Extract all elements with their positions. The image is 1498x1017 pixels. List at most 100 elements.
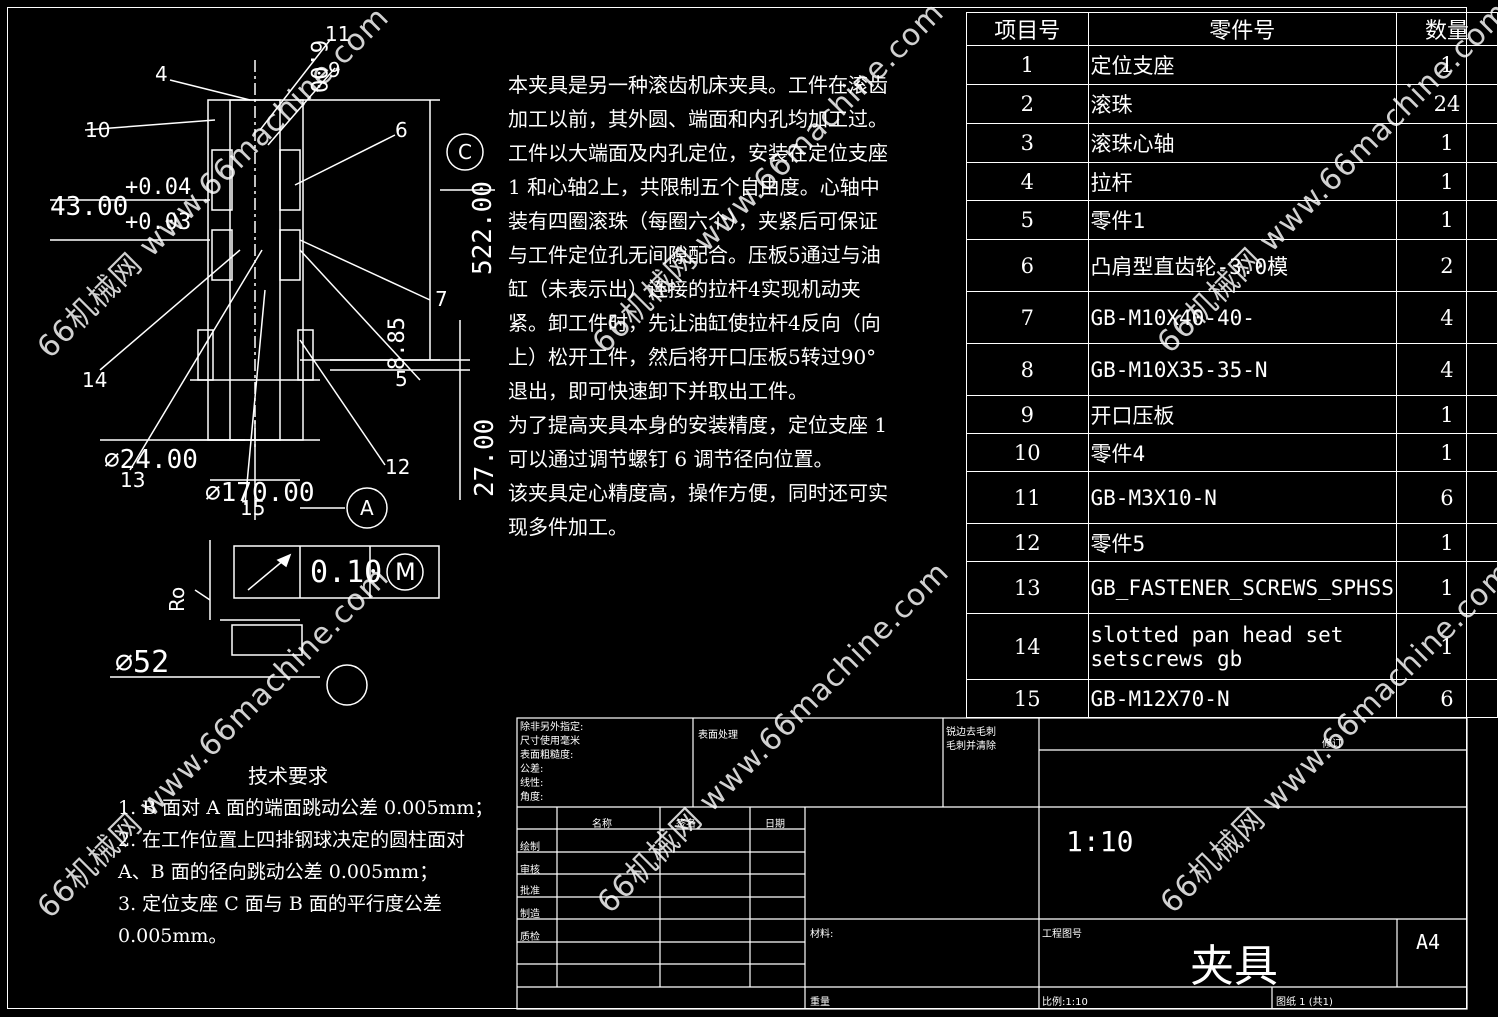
note-line: 角度:: [520, 792, 544, 803]
balloon-7: 7: [435, 287, 448, 311]
quantity: 1: [1395, 561, 1498, 614]
balloon-9: 9: [328, 58, 341, 82]
row-drawn: 绘制: [520, 842, 540, 853]
quantity: 24: [1395, 84, 1498, 124]
dim-tol-upper: +0.04: [125, 175, 192, 200]
quantity: 1: [1395, 200, 1498, 240]
note-line: 表面粗糙度:: [520, 750, 574, 761]
general-notes: 除非另外指定: 尺寸使用毫米 表面粗糙度: 公差: 线性: 角度:: [520, 721, 583, 805]
quantity: 6: [1395, 679, 1498, 718]
balloon-4: 4: [155, 62, 168, 86]
item-number: 5: [966, 200, 1089, 240]
note-line: 锐边去毛刺: [946, 727, 996, 738]
part-name: 零件1: [1087, 200, 1397, 240]
item-number: 7: [966, 291, 1089, 344]
sheet-label: 图纸 1 (共1): [1276, 997, 1333, 1008]
roughness-label: Ro: [165, 586, 189, 612]
item-number: 12: [966, 523, 1089, 562]
drawing-title: 夹具: [1190, 941, 1278, 992]
item-number: 9: [966, 395, 1089, 434]
row-checked: 审核: [520, 865, 540, 876]
dim-d170: ∅170.00: [205, 478, 315, 508]
datum-a: A: [360, 496, 374, 520]
revision-label: 修订: [1322, 739, 1342, 750]
tolerance-modifier: M: [395, 558, 416, 586]
note-line: 线性:: [520, 778, 544, 789]
tolerance-value: 0.10: [310, 555, 383, 590]
col-date: 日期: [765, 819, 785, 830]
dim-d24: ∅24.00: [104, 445, 198, 475]
part-name: 开口压板: [1087, 395, 1397, 434]
part-name: 零件4: [1087, 433, 1397, 472]
header-part-no: 零件号: [1087, 12, 1397, 46]
item-number: 3: [966, 123, 1089, 163]
header-qty: 数量: [1395, 12, 1498, 46]
balloon-6: 6: [395, 118, 408, 142]
dim-885: 8.85: [385, 317, 410, 370]
surface-finish-label: 表面处理: [698, 730, 738, 741]
header-item-no: 项目号: [966, 12, 1089, 46]
drawing-number-label: 工程图号: [1042, 929, 1082, 940]
tech-requirement-3: 3. 定位支座 C 面与 B 面的平行度公差 0.005mm。: [118, 893, 442, 947]
deburr-note: 锐边去毛刺 毛刺并清除: [946, 726, 996, 754]
note-line: 除非另外指定:: [520, 722, 584, 733]
note-line: 公差:: [520, 764, 544, 775]
tech-requirements-title: 技术要求: [248, 764, 328, 788]
col-signature: 签名: [676, 819, 696, 830]
part-name: GB-M10X40-40-: [1087, 291, 1397, 344]
part-name: 滚珠: [1087, 84, 1397, 124]
dim-tol-lower: +0.03: [125, 210, 192, 235]
row-quality: 质检: [520, 932, 540, 943]
item-number: 1: [966, 45, 1089, 85]
balloon-15: 15: [240, 496, 266, 520]
datum-c: C: [458, 140, 472, 164]
item-number: 13: [966, 561, 1089, 614]
balloon-10: 10: [85, 118, 111, 142]
item-number: 6: [966, 239, 1089, 292]
part-name: GB-M12X70-N: [1087, 679, 1397, 718]
fixture-description: 本夹具是另一种滚齿机床夹具。工件在滚齿加工以前，其外圆、端面和内孔均加工过。 工…: [508, 73, 888, 539]
scale-value: 1:10: [1066, 825, 1134, 858]
quantity: 1: [1395, 162, 1498, 201]
part-name: slotted pan head set setscrews gb: [1087, 613, 1397, 680]
tech-requirement-2: 2. 在工作位置上四排钢球决定的圆柱面对 A、B 面的径向跳动公差 0.005m…: [118, 829, 466, 883]
dim-d52: ∅52: [115, 645, 170, 680]
item-number: 8: [966, 343, 1089, 396]
item-number: 14: [966, 613, 1089, 680]
item-number: 2: [966, 84, 1089, 124]
balloon-14: 14: [82, 368, 108, 392]
tech-requirement-1: 1. B 面对 A 面的端面跳动公差 0.005mm；: [118, 797, 494, 819]
quantity: 1: [1395, 523, 1498, 562]
material-label: 材料:: [810, 929, 834, 940]
quantity: 1: [1395, 433, 1498, 472]
quantity: 1: [1395, 123, 1498, 163]
quantity: 4: [1395, 343, 1498, 396]
quantity: 6: [1395, 471, 1498, 524]
balloon-11: 11: [325, 22, 351, 46]
row-manufacture: 制造: [520, 909, 540, 920]
part-name: GB-M3X10-N: [1087, 471, 1397, 524]
item-number: 15: [966, 679, 1089, 718]
item-number: 11: [966, 471, 1089, 524]
paper-size: A4: [1416, 930, 1441, 954]
note-line: 毛刺并清除: [946, 741, 996, 752]
quantity: 2: [1395, 239, 1498, 292]
dim-43: 43.00: [50, 192, 129, 222]
balloon-13: 13: [120, 468, 146, 492]
weight-label: 重量: [810, 997, 830, 1008]
